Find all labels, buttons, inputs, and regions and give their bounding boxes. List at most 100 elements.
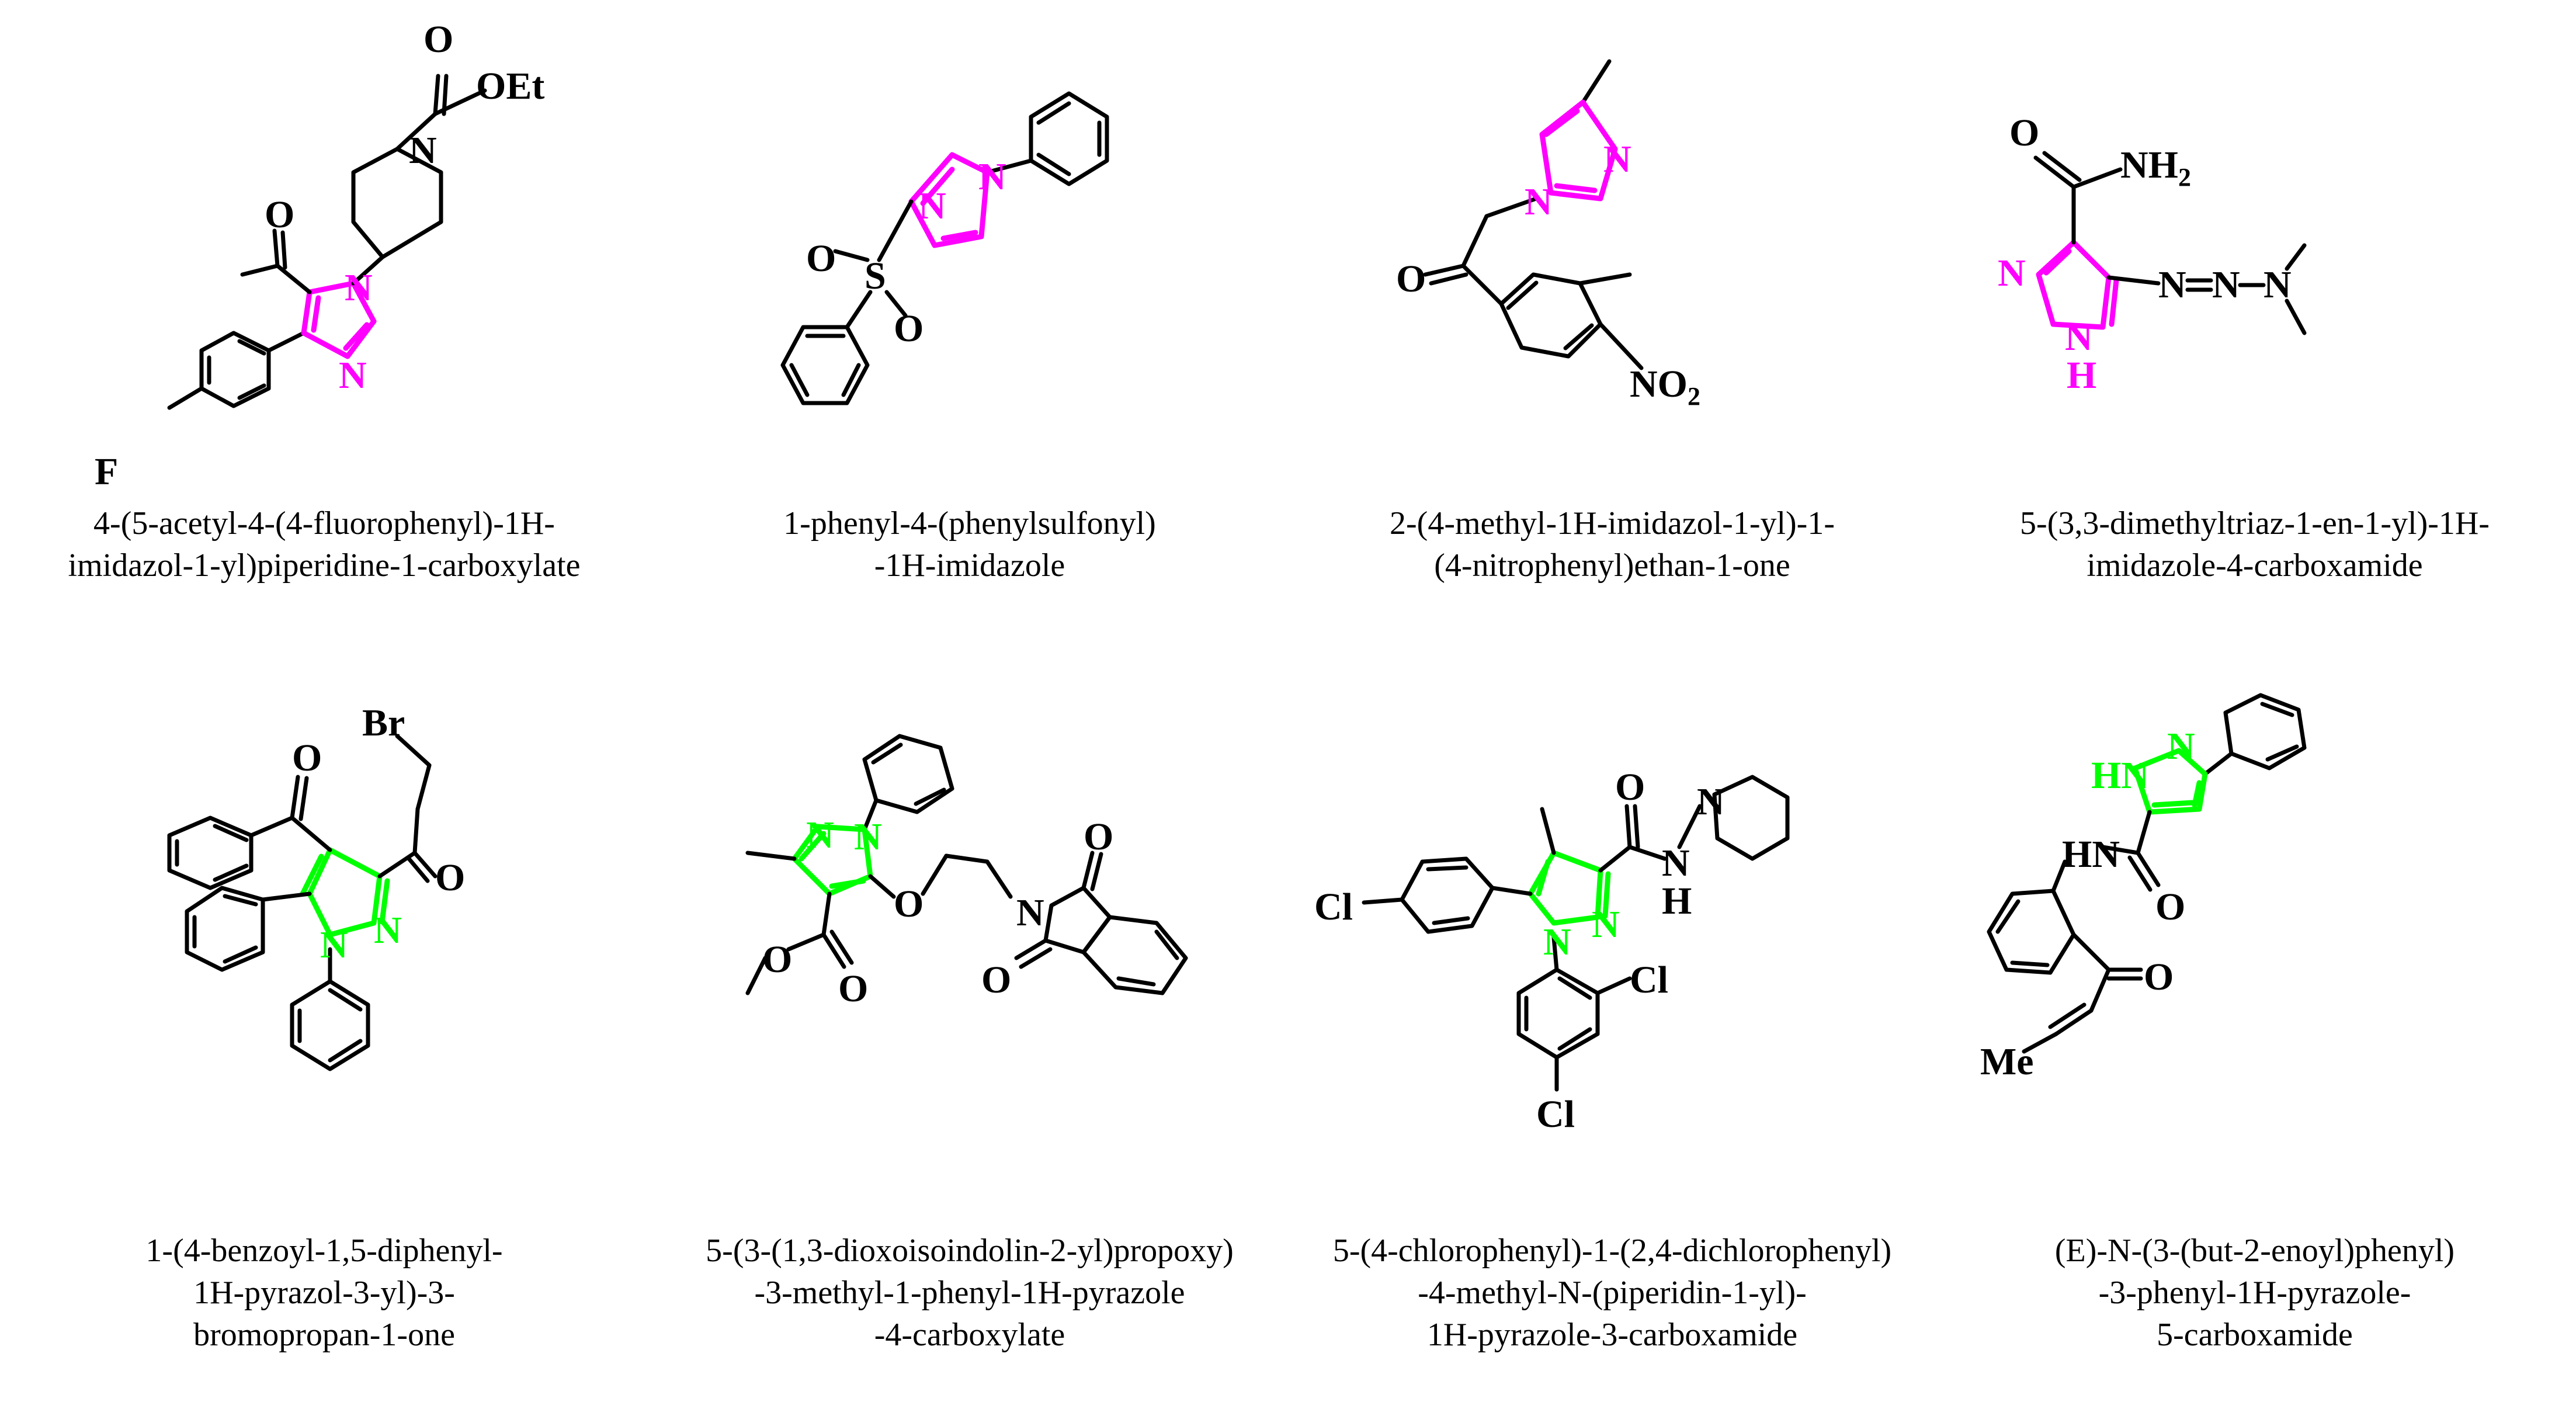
atom-n-a: N: [2158, 263, 2186, 306]
caption-line: imidazol-1-yl)piperidine-1-carboxylate: [68, 547, 581, 584]
atom-n2: N: [806, 814, 834, 856]
caption-line: (E)-N-(3-(but-2-enoyl)phenyl): [2054, 1233, 2455, 1269]
caption-line: -4-methyl-N-(piperidin-1-yl)-: [1418, 1275, 1807, 1311]
atom-f: F: [95, 450, 119, 493]
atom-nh-n: N: [1662, 842, 1690, 884]
caption-line: 1H-pyrazole-3-carboxamide: [1426, 1317, 1798, 1353]
atom-oet: OEt: [476, 65, 545, 107]
atom-n1: N: [978, 155, 1006, 198]
caption-line: 5-(4-chlorophenyl)-1-(2,4-dichlorophenyl…: [1332, 1233, 1892, 1269]
atom-n3: N: [918, 185, 946, 227]
atom-no2: NO2: [1630, 362, 1700, 411]
caption-line: -3-methyl-1-phenyl-1H-pyrazole: [754, 1275, 1185, 1311]
atom-n-c: N: [2263, 263, 2292, 306]
compound-8-structure: [1987, 693, 2307, 1054]
caption-line: (4-nitrophenyl)ethan-1-one: [1434, 547, 1790, 584]
caption-line: 5-(3-(1,3-dioxoisoindolin-2-yl)propoxy): [706, 1233, 1234, 1269]
compound-5: N N O O Br 1-(4-benzoyl-1,5-diphenyl- 1H…: [0, 660, 648, 1402]
atom-br: Br: [362, 702, 405, 744]
atom-n2: N: [374, 909, 402, 952]
compound-1-structure: [167, 74, 487, 410]
atom-o: O: [2009, 112, 2040, 154]
compound-4-caption: 5-(3,3-dimethyltriaz-1-en-1-yl)-1H- imid…: [1933, 502, 2576, 587]
atom-n2: N: [1592, 903, 1620, 946]
compound-5-caption: 1-(4-benzoyl-1,5-diphenyl- 1H-pyrazol-3-…: [0, 1230, 648, 1356]
atom-nh-h: H: [1662, 880, 1692, 922]
atom-o-amide: O: [2155, 886, 2186, 928]
nh2-subscript: 2: [2178, 163, 2191, 192]
caption-line: bromopropan-1-one: [193, 1317, 455, 1353]
atom-h: H: [2067, 354, 2097, 397]
atom-o-carbonyl: O: [423, 18, 454, 61]
caption-line: imidazole-4-carboxamide: [2087, 547, 2423, 584]
compound-8-caption: (E)-N-(3-(but-2-enoyl)phenyl) -3-phenyl-…: [1933, 1230, 2576, 1356]
compound-6: N N O O O N O O 5-(3-(1,3-dioxoisoindoli…: [648, 660, 1291, 1402]
compound-1-caption: 4-(5-acetyl-4-(4-fluorophenyl)-1H- imida…: [0, 502, 648, 587]
compound-7: N N O N H N Cl Cl Cl 5-(4-chlorophenyl)-…: [1291, 660, 1933, 1402]
atom-n3: N: [339, 354, 367, 397]
atom-o-ether: O: [894, 883, 924, 925]
compound-3-caption: 2-(4-methyl-1H-imidazol-1-yl)-1- (4-nitr…: [1291, 502, 1933, 587]
atom-o-ketone: O: [435, 856, 466, 899]
atom-o-imide: O: [1084, 815, 1114, 858]
atom-n1: N: [1525, 181, 1553, 223]
compound-1: N N O F N O OEt 4-(5-acetyl-4-(4-fluorop…: [0, 0, 648, 608]
compound-2-caption: 1-phenyl-4-(phenylsulfonyl) -1H-imidazol…: [648, 502, 1291, 587]
atom-nh2: NH2: [2120, 143, 2191, 192]
caption-line: 2-(4-methyl-1H-imidazol-1-yl)-1-: [1390, 505, 1835, 542]
atom-o: O: [806, 237, 836, 280]
caption-line: -3-phenyl-1H-pyrazole-: [2098, 1275, 2411, 1311]
atom-n1: N: [2065, 316, 2093, 359]
caption-line: 5-carboxamide: [2157, 1317, 2353, 1353]
caption-line: 1-phenyl-4-(phenylsulfonyl): [783, 505, 1156, 542]
atom-o-ester: O: [762, 938, 793, 981]
atom-n3: N: [1603, 138, 1631, 181]
atom-o: O: [1615, 766, 1645, 808]
compound-6-caption: 5-(3-(1,3-dioxoisoindolin-2-yl)propoxy) …: [648, 1230, 1291, 1356]
compound-8: HN N HN O O Me (E)-N-(3-(but-2-enoyl)phe…: [1933, 660, 2576, 1402]
atom-n1: N: [345, 266, 373, 309]
caption-line: 1-(4-benzoyl-1,5-diphenyl-: [145, 1233, 503, 1269]
atom-o-ketone: O: [2144, 956, 2174, 998]
compound-7-structure: [1362, 775, 1790, 1092]
caption-line: 1H-pyrazol-3-yl)-3-: [193, 1275, 455, 1311]
nh2-label: NH: [2120, 144, 2178, 186]
atom-hn-ring: HN: [2091, 754, 2149, 797]
compound-5-structure: [167, 734, 438, 1071]
compound-3-structure: [1423, 59, 1644, 370]
atom-n-imide: N: [1016, 891, 1044, 934]
compound-7-caption: 5-(4-chlorophenyl)-1-(2,4-dichlorophenyl…: [1291, 1230, 1933, 1356]
atom-o-acetyl: O: [265, 193, 295, 236]
atom-me: Me: [1980, 1040, 2034, 1083]
atom-o-imide: O: [981, 959, 1012, 1001]
no2-label: NO: [1630, 363, 1688, 405]
atom-cl: Cl: [1536, 1093, 1575, 1136]
atom-cl: Cl: [1630, 959, 1668, 1001]
atom-s: S: [865, 255, 886, 297]
atom-n-piperidine: N: [1697, 780, 1725, 823]
atom-o-benzoyl: O: [292, 737, 322, 779]
atom-n1: N: [1543, 921, 1571, 963]
atom-cl: Cl: [1314, 886, 1353, 928]
atom-n3: N: [1998, 252, 2026, 294]
atom-n-b: N: [2212, 263, 2240, 306]
atom-o: O: [894, 307, 924, 350]
compound-2: N N S O O 1-phenyl-4-(phenylsulfonyl) -1…: [648, 0, 1291, 608]
atom-o-ester-carbonyl: O: [838, 967, 869, 1010]
caption-line: 5-(3,3-dimethyltriaz-1-en-1-yl)-1H-: [2020, 505, 2490, 542]
compound-3: N N O NO2 2-(4-methyl-1H-imidazol-1-yl)-…: [1291, 0, 1933, 608]
compound-4: N N H O NH2 N N N 5-(3,3-dimethyltriaz-1…: [1933, 0, 2576, 608]
compound-6-structure: [745, 734, 1188, 995]
no2-subscript: 2: [1688, 382, 1700, 411]
atom-o: O: [1396, 258, 1426, 300]
caption-line: -4-carboxylate: [874, 1317, 1065, 1353]
caption-line: -1H-imidazole: [874, 547, 1065, 584]
atom-hn-amide: HN: [2062, 833, 2120, 876]
atom-n2: N: [2167, 725, 2195, 768]
caption-line: 4-(5-acetyl-4-(4-fluorophenyl)-1H-: [93, 505, 555, 542]
compound-4-structure: [2033, 151, 2307, 335]
atom-n1: N: [854, 815, 882, 858]
atom-n-piperidine: N: [409, 129, 437, 172]
atom-n1: N: [320, 924, 348, 966]
